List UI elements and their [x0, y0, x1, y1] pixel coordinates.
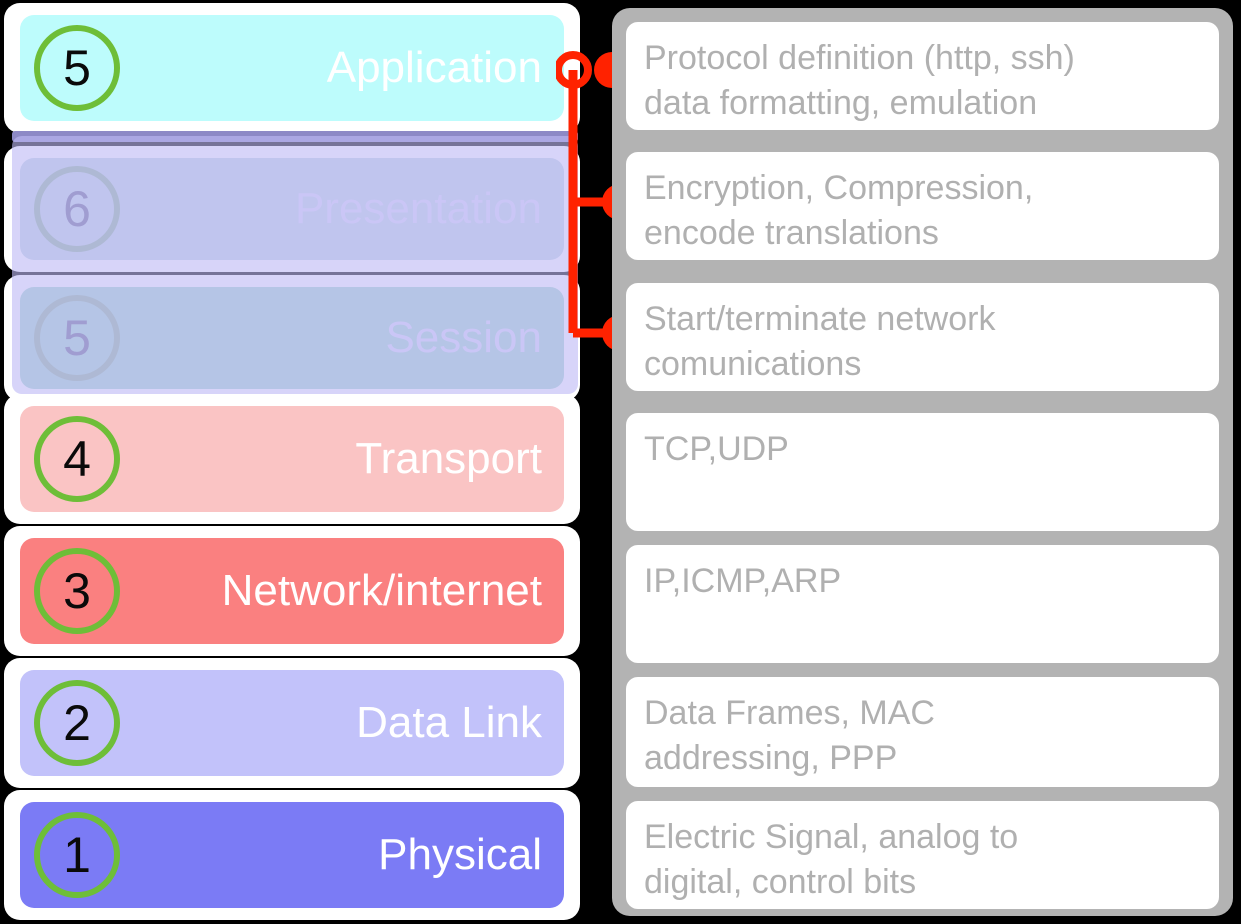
layer-inner-application: 5 Application: [20, 15, 564, 121]
description-text: Protocol definition (http, ssh) data for…: [644, 39, 1075, 122]
layer-title: Application: [326, 43, 542, 92]
layer-title: Network/internet: [221, 566, 542, 615]
layer-number-badge: 5: [34, 25, 120, 111]
layer-card-transport[interactable]: 4 Transport: [4, 394, 580, 524]
description-text: Data Frames, MAC addressing, PPP: [644, 694, 935, 777]
layer-title: Physical: [378, 830, 542, 879]
layer-inner-session: 5 Session: [20, 287, 564, 389]
layer-inner-network: 3 Network/internet: [20, 538, 564, 644]
layer-title: Presentation: [294, 184, 542, 233]
layer-stack: 5 Application 6 Presentation 5 Session 4…: [4, 3, 580, 921]
description-box-session[interactable]: Start/terminate network comunications: [626, 283, 1219, 391]
layer-title: Transport: [355, 434, 542, 483]
layer-number-badge: 2: [34, 680, 120, 766]
layer-number-badge: 6: [34, 166, 120, 252]
layer-inner-datalink: 2 Data Link: [20, 670, 564, 776]
layer-inner-physical: 1 Physical: [20, 802, 564, 908]
description-box-network[interactable]: IP,ICMP,ARP: [626, 545, 1219, 663]
description-text: Electric Signal, analog to digital, cont…: [644, 818, 1019, 901]
layer-card-network[interactable]: 3 Network/internet: [4, 526, 580, 656]
layer-title: Session: [385, 313, 542, 362]
description-text: TCP,UDP: [644, 430, 789, 468]
description-text: Start/terminate network comunications: [644, 300, 996, 383]
layer-number-badge: 3: [34, 548, 120, 634]
layer-number-badge: 1: [34, 812, 120, 898]
description-text: IP,ICMP,ARP: [644, 562, 842, 600]
layer-inner-transport: 4 Transport: [20, 406, 564, 512]
layer-card-physical[interactable]: 1 Physical: [4, 790, 580, 920]
layer-card-datalink[interactable]: 2 Data Link: [4, 658, 580, 788]
layer-card-application[interactable]: 5 Application: [4, 3, 580, 133]
layer-number-badge: 5: [34, 295, 120, 381]
layer-inner-presentation: 6 Presentation: [20, 158, 564, 260]
layer-title: Data Link: [356, 698, 542, 747]
layer-card-presentation[interactable]: 6 Presentation: [4, 146, 580, 272]
description-text: Encryption, Compression, encode translat…: [644, 169, 1034, 252]
description-box-presentation[interactable]: Encryption, Compression, encode translat…: [626, 152, 1219, 260]
layer-card-session[interactable]: 5 Session: [4, 275, 580, 401]
layer-number-badge: 4: [34, 416, 120, 502]
description-panel: Protocol definition (http, ssh) data for…: [612, 8, 1233, 916]
description-box-application[interactable]: Protocol definition (http, ssh) data for…: [626, 22, 1219, 130]
description-box-transport[interactable]: TCP,UDP: [626, 413, 1219, 531]
description-box-datalink[interactable]: Data Frames, MAC addressing, PPP: [626, 677, 1219, 787]
description-box-physical[interactable]: Electric Signal, analog to digital, cont…: [626, 801, 1219, 909]
